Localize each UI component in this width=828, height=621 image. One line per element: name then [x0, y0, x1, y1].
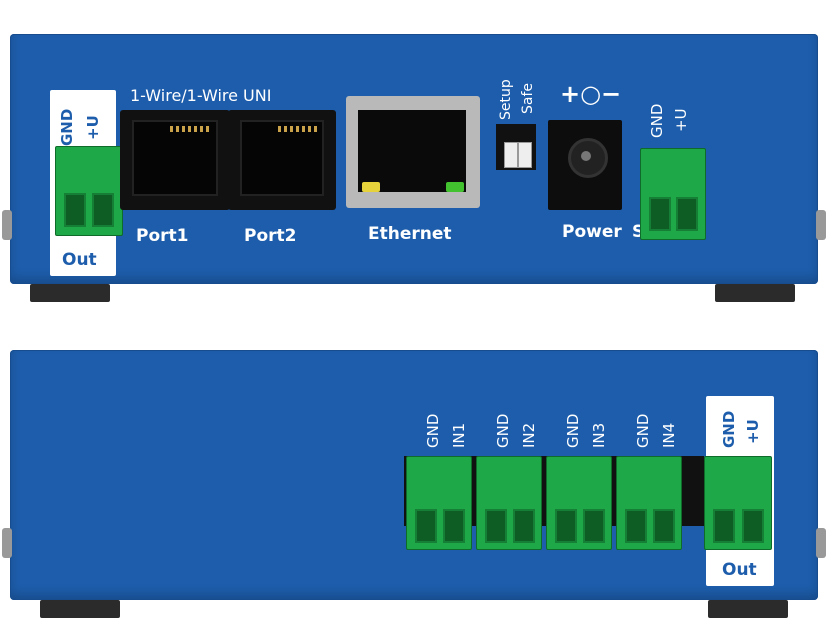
ethernet-port[interactable] — [346, 96, 480, 208]
in3-gnd-label: GND — [564, 413, 582, 448]
dip-switch-block — [496, 124, 536, 170]
power-out-terminal-bottom[interactable] — [704, 456, 772, 550]
in2-label: IN2 — [520, 422, 538, 448]
port1-rj11[interactable] — [120, 110, 230, 210]
power-out-terminal[interactable] — [55, 146, 123, 236]
rubber-foot — [40, 600, 120, 618]
power-label: Power — [562, 222, 622, 242]
ethernet-led-green — [446, 182, 464, 192]
input2-terminal[interactable] — [476, 456, 542, 550]
ethernet-label: Ethernet — [368, 224, 452, 244]
in2-gnd-label: GND — [494, 413, 512, 448]
side-screw — [2, 528, 12, 558]
rubber-foot — [715, 284, 795, 302]
dip-switch-2[interactable] — [518, 142, 532, 168]
input4-terminal[interactable] — [616, 456, 682, 550]
side-screw — [816, 210, 826, 240]
sticker-gnd-label: GND — [58, 108, 76, 146]
gnd-label: GND — [648, 103, 666, 138]
port2-label: Port2 — [244, 226, 297, 246]
dip-switch-1[interactable] — [504, 142, 518, 168]
power-polarity-symbol: +○− — [560, 80, 622, 108]
input1-terminal[interactable] — [406, 456, 472, 550]
sticker-out-label-bottom: Out — [722, 560, 757, 580]
side-screw — [2, 210, 12, 240]
safe-label: Safe — [520, 82, 536, 114]
input3-terminal[interactable] — [546, 456, 612, 550]
out-plus-u-label: +U — [744, 419, 762, 444]
side-screw — [816, 528, 826, 558]
in1-label: IN1 — [450, 422, 468, 448]
in4-gnd-label: GND — [634, 413, 652, 448]
power-terminal[interactable] — [640, 148, 706, 240]
rubber-foot — [708, 600, 788, 618]
rubber-foot — [30, 284, 110, 302]
in1-gnd-label: GND — [424, 413, 442, 448]
in4-label: IN4 — [660, 422, 678, 448]
port2-rj11[interactable] — [228, 110, 336, 210]
ethernet-led-yellow — [362, 182, 380, 192]
port1-label: Port1 — [136, 226, 189, 246]
one-wire-header-label: 1-Wire/1-Wire UNI — [130, 86, 272, 105]
plus-u-label: +U — [672, 108, 690, 132]
setup-label: Setup — [498, 79, 514, 120]
sticker-out-label: Out — [62, 250, 97, 270]
out-gnd-label: GND — [720, 410, 738, 448]
sticker-plus-u-label: +U — [84, 115, 102, 140]
dc-power-jack[interactable] — [548, 120, 622, 210]
in3-label: IN3 — [590, 422, 608, 448]
